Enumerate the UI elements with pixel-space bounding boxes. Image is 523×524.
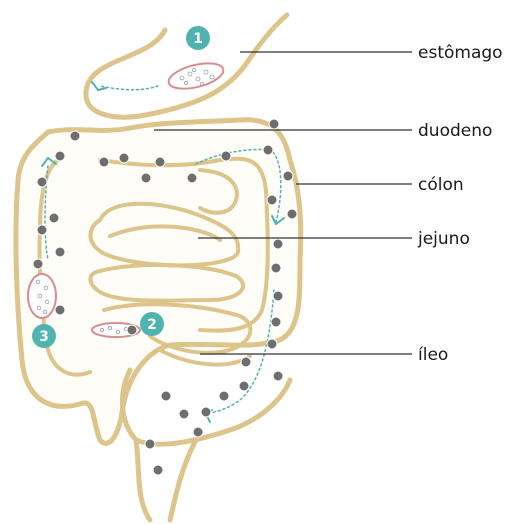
stomach-shape xyxy=(86,15,287,117)
badge-colon: 3 xyxy=(32,324,56,348)
label-stomach: estômago xyxy=(418,43,503,63)
label-ileum: íleo xyxy=(418,345,448,365)
label-colon: cólon xyxy=(418,175,464,195)
label-jejunum: jejuno xyxy=(417,229,470,249)
chyme-colon xyxy=(28,274,56,318)
label-duodenum: duodeno xyxy=(418,121,492,141)
svg-text:3: 3 xyxy=(39,329,49,345)
badge-stomach: 1 xyxy=(186,26,210,50)
svg-text:1: 1 xyxy=(193,31,203,47)
svg-text:2: 2 xyxy=(147,317,157,333)
badge-ileum: 2 xyxy=(140,312,164,336)
